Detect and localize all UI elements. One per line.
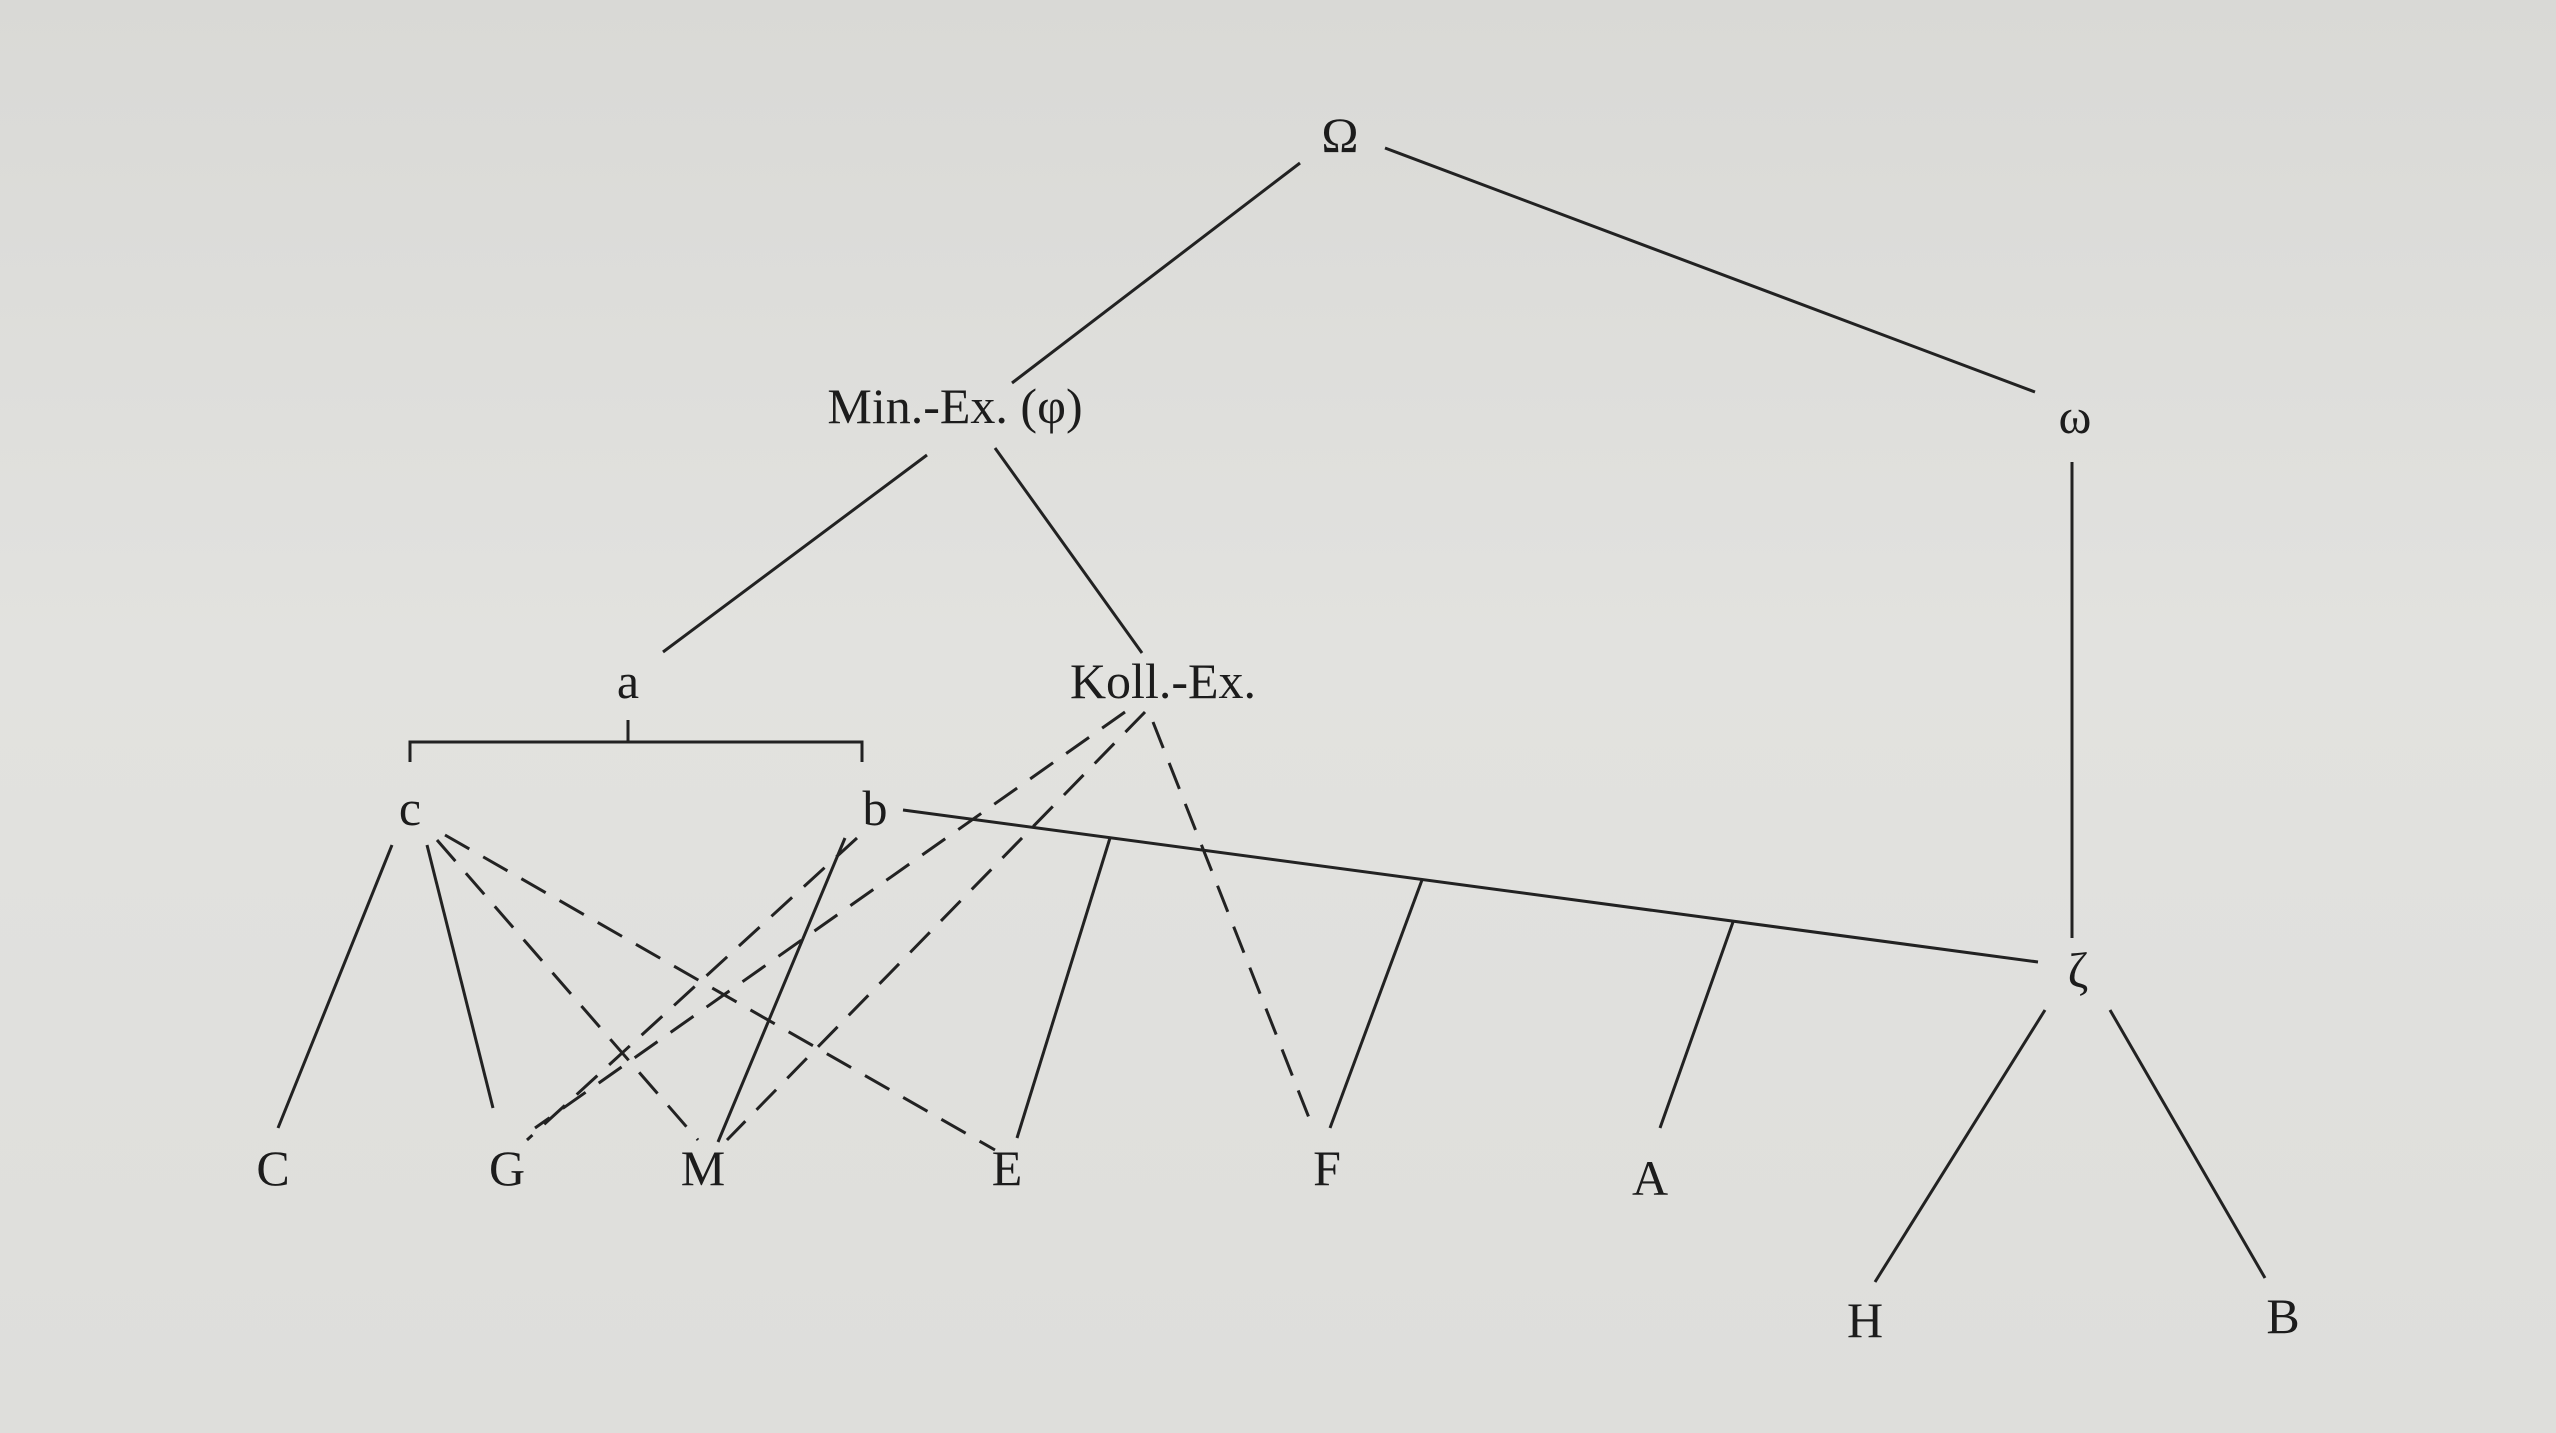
- edge-c-to-M: [435, 839, 700, 1141]
- edge-omega_cap-to-min_ex: [1011, 161, 1301, 385]
- node-M: M: [681, 1140, 725, 1196]
- node-G: G: [489, 1140, 525, 1196]
- node-omega: ω: [2059, 388, 2092, 444]
- node-C: C: [256, 1140, 289, 1196]
- edge-koll_ex-to-M: [725, 710, 1147, 1142]
- node-F: F: [1313, 1140, 1341, 1196]
- edge-b-to-G: [525, 836, 859, 1142]
- node-koll-ex: Koll.-Ex.: [1070, 653, 1256, 709]
- edge-zeta-to-F: [1328, 879, 1424, 1129]
- node-c: c: [399, 780, 421, 836]
- node-H: H: [1847, 1292, 1883, 1348]
- node-A: A: [1632, 1150, 1668, 1206]
- edge-c-to-C: [276, 844, 394, 1129]
- edge-koll_ex-to-F: [1151, 721, 1315, 1129]
- edge-b-to-M: [716, 837, 847, 1143]
- node-omega-cap: Ω: [1321, 107, 1358, 163]
- node-zeta: ζ: [2068, 942, 2089, 998]
- edge-c-to-G: [425, 844, 495, 1109]
- node-E: E: [992, 1140, 1023, 1196]
- edge-zeta-to-E: [1015, 837, 1112, 1139]
- node-b: b: [863, 780, 888, 836]
- edge-min_ex-to-koll_ex: [993, 447, 1144, 654]
- edge-zeta-to-B: [2108, 1009, 2267, 1279]
- edge-zeta-to-A: [1658, 921, 1735, 1129]
- node-B: B: [2266, 1288, 2299, 1344]
- edge-min_ex-to-a: [662, 453, 928, 654]
- edge-zeta-to-H: [1873, 1009, 2047, 1283]
- edge-a-to-c-and-b-bracket: [408, 720, 864, 762]
- edge-b-to-zeta: [902, 808, 2039, 964]
- node-min-ex: Min.-Ex. (φ): [827, 378, 1082, 434]
- edge-koll_ex-to-G: [534, 710, 1126, 1130]
- node-a: a: [617, 653, 639, 709]
- edge-c-to-E: [444, 833, 996, 1152]
- edge-omega_cap-to-omega: [1384, 146, 2036, 394]
